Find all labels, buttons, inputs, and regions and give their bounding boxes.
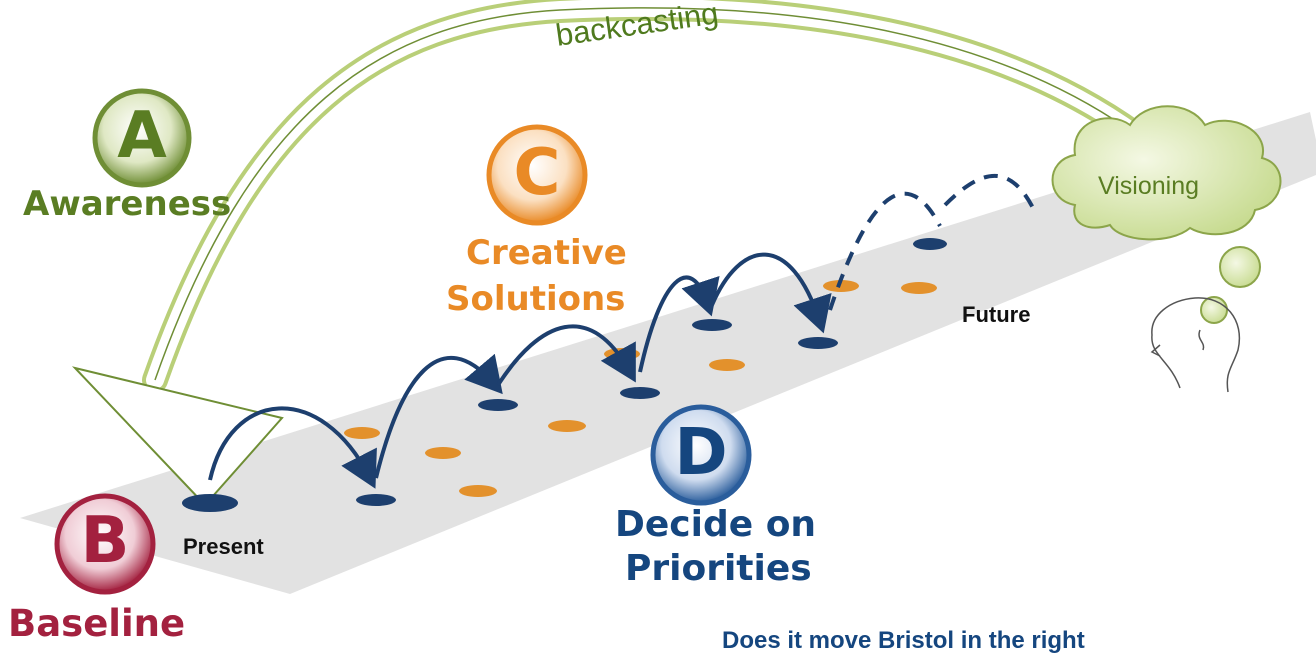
- hop-arcs: [208, 173, 1037, 489]
- present-label: Present: [183, 534, 264, 559]
- badge-c-letter: C: [513, 136, 561, 210]
- backcasting-arrow: [71, 0, 1198, 507]
- orange-step: [901, 282, 937, 294]
- badge-d-icon: [650, 404, 752, 506]
- blue-step-markers: [182, 238, 947, 512]
- orange-step: [344, 427, 380, 439]
- hop-arc: [496, 324, 636, 387]
- badge-d-letter: D: [674, 416, 728, 490]
- step-c-label-line1: Creative: [466, 233, 627, 273]
- badge-c-icon: [486, 124, 588, 226]
- step-c-label-line2: Solutions: [446, 279, 626, 319]
- hop-arc: [710, 252, 832, 334]
- step-b-label: Baseline: [8, 602, 186, 645]
- visioning-label: Visioning: [1098, 172, 1200, 200]
- step-d-label-line2: Priorities: [625, 548, 812, 589]
- step-a-label: Awareness: [23, 184, 232, 224]
- badge-b-icon: [54, 493, 156, 595]
- badge-b-letter: B: [80, 504, 130, 578]
- blue-step: [913, 238, 947, 250]
- blue-step: [478, 399, 518, 411]
- orange-step: [548, 420, 586, 432]
- blue-step: [356, 494, 396, 506]
- blue-step: [620, 387, 660, 399]
- orange-step: [709, 359, 745, 371]
- badge-a-letter: A: [117, 99, 167, 173]
- orange-step: [823, 280, 859, 292]
- orange-step: [459, 485, 497, 497]
- orange-step: [425, 447, 461, 459]
- blue-step: [692, 319, 732, 331]
- blue-step: [798, 337, 838, 349]
- thinking-head-icon: [1150, 297, 1241, 393]
- future-label: Future: [962, 302, 1031, 327]
- hop-arc: [374, 353, 503, 479]
- hop-arc-dashed: [828, 191, 942, 311]
- badge-a-icon: [92, 88, 192, 188]
- hop-arc-dashed: [943, 173, 1037, 213]
- step-d-label-line1: Decide on: [615, 504, 817, 545]
- bottom-question-text: Does it move Bristol in the right: [722, 627, 1085, 654]
- hop-arc: [208, 406, 377, 489]
- hop-arc: [638, 275, 720, 373]
- visioning-cloud: [1051, 105, 1282, 324]
- blue-step: [182, 494, 238, 512]
